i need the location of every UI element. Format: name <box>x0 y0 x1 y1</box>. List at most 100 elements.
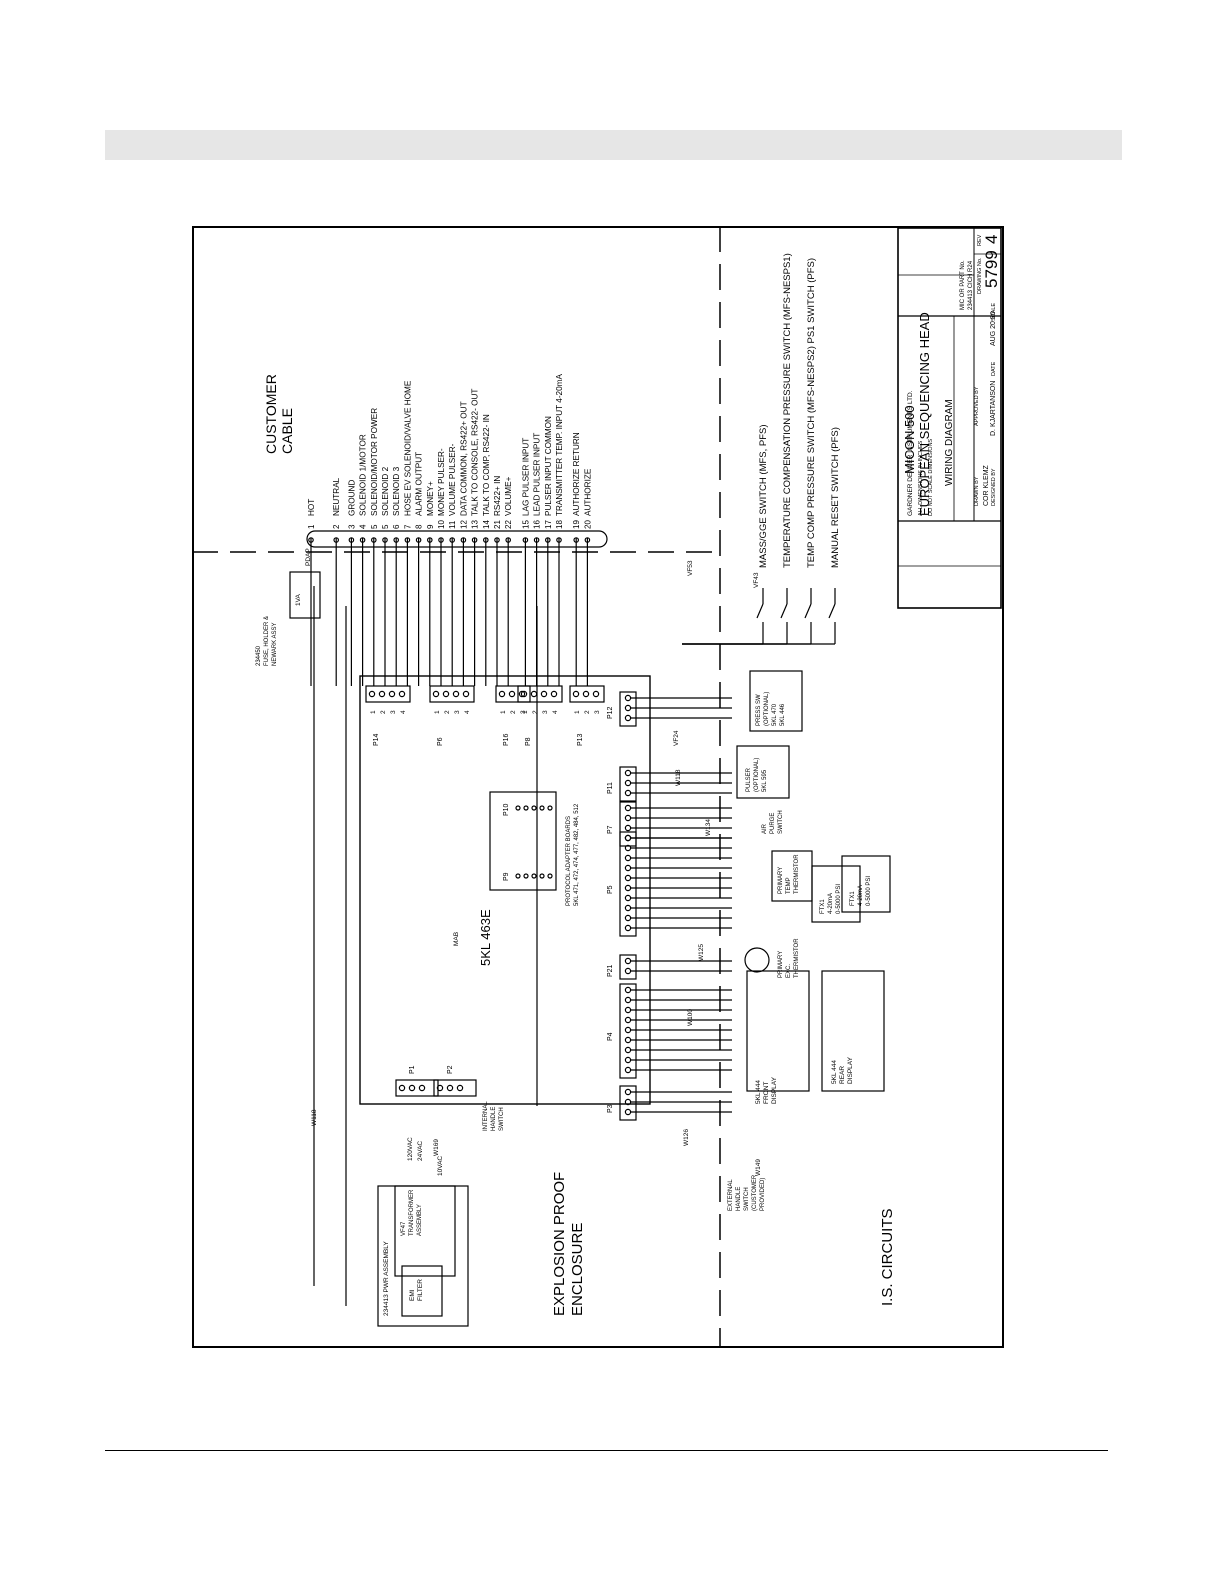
air-purge-label: SWITCH <box>778 810 784 834</box>
enclosure-label: ENCLOSURE <box>569 1223 586 1316</box>
pin <box>624 789 632 797</box>
terminal-point <box>359 537 366 543</box>
pin-number: 3 <box>594 710 601 714</box>
terminal-number: 15 <box>521 520 530 529</box>
customer-cable-label: CABLE <box>279 408 295 454</box>
connector-block <box>429 685 475 703</box>
terminal-label: HOSE EV SOLENOID/VALVE HOME <box>403 380 412 516</box>
pin <box>624 804 632 812</box>
primary-temp-box-label: PRIMARY <box>778 867 784 894</box>
wire-bundle <box>308 537 732 1306</box>
pin <box>540 690 548 698</box>
connector-block <box>619 1085 637 1121</box>
pin-number: 2 <box>510 710 517 714</box>
pin-number: 3 <box>542 710 549 714</box>
front-display-label: DISPLAY <box>771 1076 778 1104</box>
wire-tag: 10VAC <box>437 1156 444 1176</box>
pin <box>572 690 580 698</box>
wire-tag: VF24 <box>673 730 680 746</box>
fuse-label: NEWARK ASSY <box>272 623 278 666</box>
part-label: MIC OR PART No. <box>960 260 966 310</box>
pin <box>624 914 632 922</box>
scale-label: SCALE <box>991 303 997 321</box>
terminal-number: 19 <box>572 520 581 529</box>
connector-label: P13 <box>577 733 584 746</box>
dims-note: ALL DIMENSIONS IN INCHES <box>918 440 924 516</box>
wire-tag: PDAP <box>305 548 312 566</box>
front-display <box>746 970 810 1092</box>
terminal-point <box>556 537 562 543</box>
terminal-point <box>449 537 456 543</box>
pin <box>624 694 632 702</box>
rear-display-label: 5KL 444 <box>831 1060 838 1084</box>
terminal-point <box>348 537 355 543</box>
pin <box>530 690 538 698</box>
date-label: DATE <box>991 361 997 376</box>
pin <box>624 1098 632 1106</box>
company-name: GARDNER DENVER INSTRUMENTS LTD. <box>907 390 914 516</box>
terminal-label: MONEY PULSER- <box>437 448 446 516</box>
terminal-point <box>494 537 500 543</box>
terminal-label: AUTHORIZE RETURN <box>572 432 581 516</box>
external-handle-label: SWITCH <box>744 1187 750 1211</box>
connector-block <box>619 766 637 802</box>
terminal-label: MONEY+ <box>426 481 435 516</box>
wire-tag: W118 <box>675 769 682 786</box>
terminal-point <box>427 537 433 543</box>
enclosure-box <box>359 675 651 1105</box>
pin-number: 1 <box>434 710 441 714</box>
terminal-number: 5 <box>381 524 390 529</box>
wire-tag: W118 <box>311 1109 318 1126</box>
terminal-number: 14 <box>482 520 491 529</box>
external-handle-label: PROVIDED) <box>760 1178 766 1211</box>
terminal-number: 5 <box>370 524 379 529</box>
terminal-number: 17 <box>544 520 553 529</box>
pin <box>368 690 376 698</box>
is-circuits-label: I.S. CIRCUITS <box>879 1208 896 1306</box>
wire-tag: W149 <box>755 1159 762 1176</box>
transformer-box-label: VF47 <box>401 1221 407 1236</box>
terminal-label: SOLENOID 1/MOTOR <box>359 434 368 516</box>
terminal-number: 9 <box>426 524 435 529</box>
connector-block <box>569 685 605 703</box>
internal-handle-label: INTERNAL <box>483 1101 489 1131</box>
pin <box>624 1006 632 1014</box>
connector-label: P3 <box>607 1104 614 1113</box>
pressure-switch-box <box>749 670 803 732</box>
connector-block <box>619 983 637 1079</box>
terminal-label: GROUND <box>347 480 356 516</box>
connector-block <box>495 685 531 703</box>
pin <box>624 834 632 842</box>
customer-cable-label: CUSTOMER <box>263 374 279 454</box>
pin <box>398 1084 406 1092</box>
terminal-label: AUTHORIZE <box>583 468 592 516</box>
wire-tag: 120VAC <box>407 1137 414 1161</box>
terminal-point <box>533 537 540 543</box>
fuse-label: 234450 <box>256 645 262 666</box>
terminal-point <box>522 537 529 543</box>
pin <box>452 690 460 698</box>
pin <box>398 690 406 698</box>
rear-display <box>821 970 885 1092</box>
pin-number: 4 <box>464 710 471 714</box>
terminal-number: 7 <box>403 524 412 529</box>
terminal-number: 16 <box>533 520 542 529</box>
pin <box>418 1084 426 1092</box>
pin <box>550 690 558 698</box>
terminal-label: LAG PULSER INPUT <box>521 438 530 516</box>
terminal-point <box>584 537 591 543</box>
wire-tag: MAB <box>453 932 460 946</box>
diagram-frame <box>192 226 1004 1348</box>
connector-block <box>433 1079 477 1097</box>
pin <box>624 1108 632 1116</box>
pin-number: 1 <box>522 710 529 714</box>
connector-label: P21 <box>607 964 614 977</box>
no-scale-note: DO NOT SCALE DIMENSIONS <box>928 438 934 516</box>
pin <box>582 690 590 698</box>
ftx2-box <box>841 855 891 913</box>
connector-label: P8 <box>525 737 532 746</box>
terminal-point <box>544 537 551 543</box>
wire-tag: W134 <box>705 819 712 836</box>
terminal-number: 1 <box>307 524 316 529</box>
